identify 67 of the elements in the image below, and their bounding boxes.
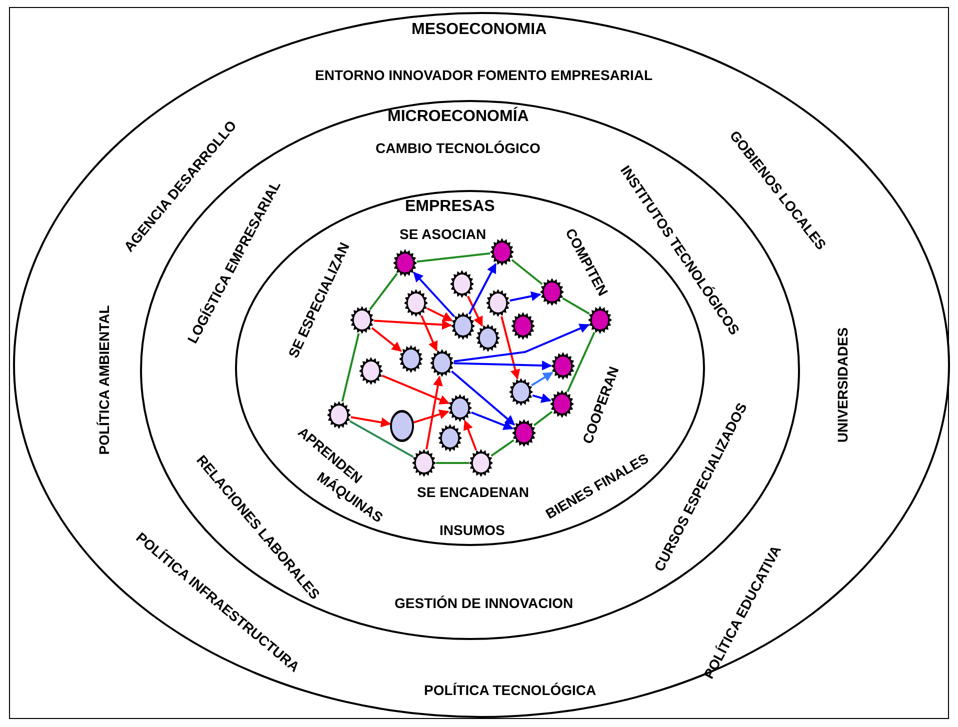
arrow — [350, 416, 392, 428]
connector-line — [349, 420, 414, 458]
ring-label: POLÍTICA AMBIENTAL — [96, 305, 111, 455]
arrow — [374, 320, 452, 330]
firm-star-icon — [393, 249, 417, 277]
arrow — [413, 410, 450, 424]
arrow — [468, 263, 497, 315]
firm-star-icon — [404, 289, 428, 317]
connector-line — [511, 259, 543, 285]
ring-heading: MESOECONOMIA — [412, 22, 547, 38]
arrow — [426, 376, 443, 450]
firm-star-icon — [486, 289, 510, 317]
firm-star-icon — [412, 449, 436, 477]
arrow — [510, 291, 542, 302]
ring-label: SE ASOCIAN — [400, 227, 486, 241]
firm-star-icon — [490, 238, 514, 266]
ring-label: CAMBIO TECNOLÓGICO — [376, 141, 540, 155]
firm-star-icon — [430, 349, 454, 377]
firm-star-icon — [550, 390, 574, 418]
ring-heading: MICROECONOMÍA — [388, 109, 529, 125]
arrow — [531, 372, 554, 386]
ring-label: SE ENCADENAN — [417, 485, 530, 499]
firm-star-icon — [476, 324, 500, 352]
firm-oval-icon — [390, 410, 414, 442]
firm-star-icon — [438, 424, 462, 452]
firm-star-icon — [350, 306, 374, 334]
firm-star-icon — [540, 278, 564, 306]
firm-star-icon — [511, 312, 535, 340]
firm-star-icon — [448, 394, 472, 422]
firm-star-icon — [512, 419, 536, 447]
ring-label: ENTORNO INNOVADOR FOMENTO EMPRESARIAL — [315, 68, 653, 82]
ring-label: INSUMOS — [440, 523, 505, 537]
arrow — [454, 360, 552, 370]
arrow — [426, 308, 453, 322]
connector-line — [533, 410, 553, 426]
firm-star-icon — [451, 312, 475, 340]
arrow — [371, 327, 402, 352]
connector-line — [566, 332, 596, 392]
firm-star-icon — [450, 270, 474, 298]
arrow — [467, 296, 483, 327]
firm-star-icon — [551, 352, 575, 380]
connector-line — [490, 439, 514, 457]
ellipse-ring — [13, 12, 950, 718]
firm-star-icon — [359, 357, 383, 385]
firm-star-icon — [327, 401, 351, 429]
connector-line — [562, 297, 590, 315]
arrow — [413, 272, 455, 318]
connector-line — [436, 462, 469, 464]
arrow — [454, 324, 590, 362]
firm-star-icon — [469, 449, 493, 477]
ring-label: POLÍTICA TECNOLÓGICA — [424, 683, 596, 697]
ring-heading: EMPRESAS — [405, 199, 495, 215]
ring-label: GESTIÓN DE INNOVACION — [394, 596, 574, 610]
firm-star-icon — [588, 306, 612, 334]
arrow — [463, 420, 478, 451]
arrow — [471, 411, 514, 430]
arrow — [451, 370, 516, 426]
arrow — [420, 315, 438, 352]
arrow — [382, 374, 450, 404]
arrow — [532, 393, 552, 403]
connector-line — [369, 272, 398, 310]
firm-star-icon — [509, 378, 533, 406]
arrow — [500, 316, 520, 380]
ring-label: UNIVERSIDADES — [835, 327, 850, 443]
firm-star-icon — [399, 345, 423, 373]
connector-line — [416, 252, 490, 263]
connector-line — [341, 333, 360, 402]
